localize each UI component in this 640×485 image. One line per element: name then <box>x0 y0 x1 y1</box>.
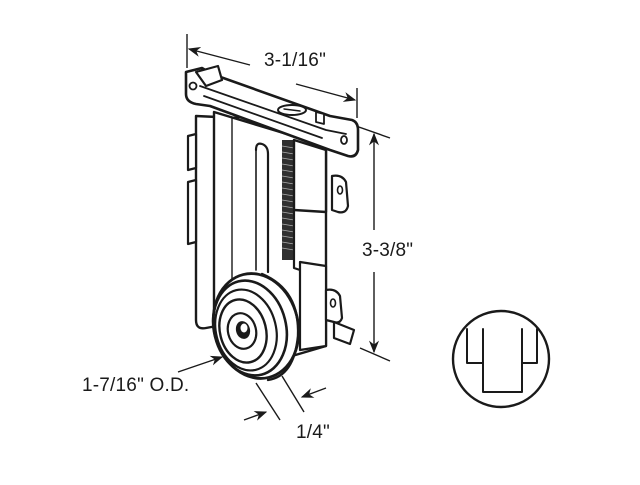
roller-wheel <box>211 272 301 382</box>
wheel-thickness-label: 1/4" <box>296 422 330 443</box>
width-dimension <box>186 34 358 118</box>
wheel-diameter-leader <box>177 355 224 373</box>
groove-profile-icon <box>451 309 551 409</box>
roller-housing <box>184 64 360 358</box>
width-dimension-label: 3-1/16" <box>264 50 327 71</box>
wheel-diameter-label: 1-7/16" O.D. <box>82 375 190 396</box>
height-dimension <box>355 125 391 362</box>
height-dimension-label: 3-3/8" <box>362 240 414 261</box>
wheel-thickness-dimension <box>243 375 327 421</box>
